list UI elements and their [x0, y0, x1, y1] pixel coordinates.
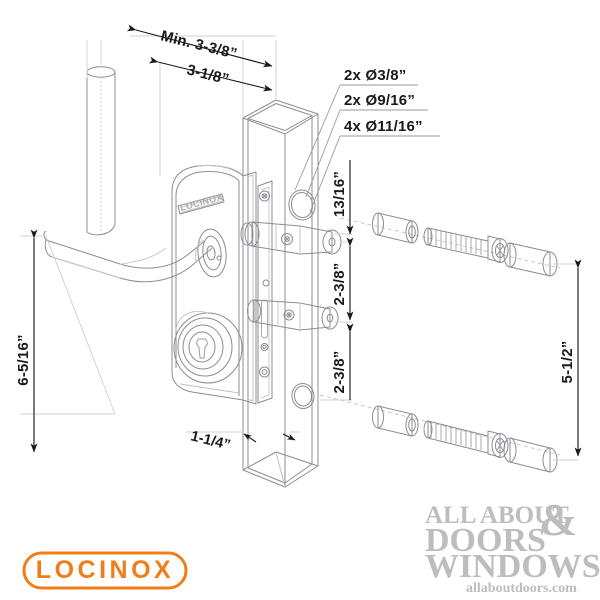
- dim-top-inner-label: 3-1/8”: [185, 61, 231, 88]
- callout-hole-small-label: 2x Ø3/8”: [344, 67, 406, 84]
- lower-bolt-assembly: [247, 299, 339, 331]
- svg-text:LOCINOX: LOCINOX: [179, 192, 224, 213]
- hardware-upper: [339, 212, 561, 277]
- dim-far-right-label: 5-1/2”: [559, 341, 576, 384]
- hardware-lower: [319, 394, 561, 473]
- lock-case: [171, 164, 273, 405]
- dimension-text-layer: Min. 3-3/8” 3-1/8” 6-5/16” 1-1/4” 13/16”…: [15, 27, 576, 453]
- round-tube-post: [86, 66, 116, 236]
- watermark: ALL ABOUT & DOORS WINDOWS allaboutdoors.…: [425, 494, 600, 596]
- logo-text: LOCINOX: [36, 556, 174, 584]
- key-cylinder: [173, 310, 243, 384]
- lock-body-brand-emboss: LOCINOX: [177, 192, 225, 215]
- dimension-layer: [30, 24, 582, 457]
- upper-bolt-assembly: [240, 221, 342, 255]
- watermark-line2: DOORS: [425, 522, 546, 559]
- callout-text-layer: 2x Ø3/8” 2x Ø9/16” 4x Ø11/16”: [344, 67, 423, 135]
- lever-handle: [43, 228, 227, 283]
- callout-hole-large-label: 4x Ø11/16”: [344, 118, 423, 135]
- square-gate-post: [242, 99, 319, 488]
- watermark-url: allaboutdoors.com: [466, 581, 577, 596]
- dim-right-lower-label: 2-3/8”: [331, 351, 348, 394]
- post-holes: [288, 189, 316, 409]
- dim-right-middle-label: 2-3/8”: [331, 263, 348, 306]
- watermark-line1: ALL ABOUT: [425, 502, 569, 529]
- construction-lines: [20, 35, 578, 461]
- geometry-layer: LOCINOX: [20, 35, 578, 488]
- callout-leaders: [294, 84, 440, 213]
- watermark-line3: WINDOWS: [425, 548, 600, 585]
- dim-top-outer-label: Min. 3-3/8”: [159, 27, 239, 62]
- watermark-ampersand: &: [539, 494, 577, 545]
- locinox-logo: LOCINOX: [22, 551, 188, 590]
- callout-hole-medium-label: 2x Ø9/16”: [344, 92, 415, 109]
- dim-line-top-inner: [148, 56, 273, 92]
- dim-right-top-label: 13/16”: [331, 171, 348, 217]
- dim-left-label: 6-5/16”: [15, 334, 32, 385]
- logo-outline: [22, 551, 188, 590]
